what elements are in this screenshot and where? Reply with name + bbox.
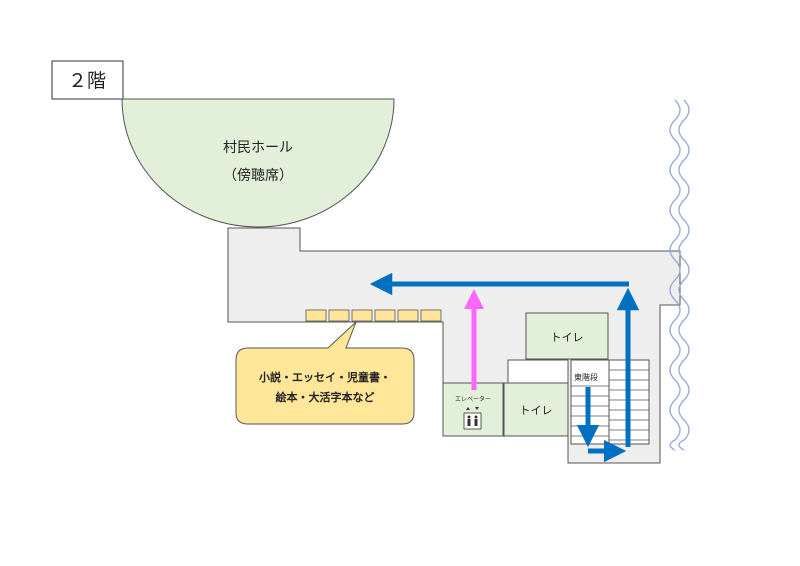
toilet-lower-label: トイレ — [520, 404, 553, 417]
elevator-label: エレベーター — [455, 395, 491, 403]
callout-line-2: 絵本・大活字本など — [276, 390, 375, 404]
toilet-upper-label: トイレ — [551, 331, 584, 344]
shelf-callout — [235, 321, 415, 425]
window-wave — [678, 99, 690, 451]
callout-line-1: 小説・エッセイ・児童書・ — [258, 370, 391, 384]
bookshelf — [305, 309, 327, 322]
village-hall — [121, 98, 395, 228]
corridor — [227, 227, 681, 464]
floor-label-box — [51, 60, 124, 100]
elevator-icon — [463, 407, 482, 430]
bookshelf — [351, 309, 373, 322]
east-stairs-label: 東階段 — [574, 372, 598, 382]
bookshelf — [420, 309, 442, 322]
village-hall-sublabel: （傍聴席） — [223, 167, 293, 184]
toilet-upper — [525, 312, 609, 360]
toilet-lower — [503, 382, 569, 437]
village-hall-label: 村民ホール — [223, 140, 293, 156]
bookshelf — [374, 309, 396, 322]
route-blue — [369, 272, 640, 463]
bookshelves — [305, 309, 442, 322]
bookshelf — [328, 309, 350, 322]
window-wave — [669, 99, 681, 451]
bookshelf — [397, 309, 419, 322]
floor-label: ２階 — [68, 70, 106, 92]
